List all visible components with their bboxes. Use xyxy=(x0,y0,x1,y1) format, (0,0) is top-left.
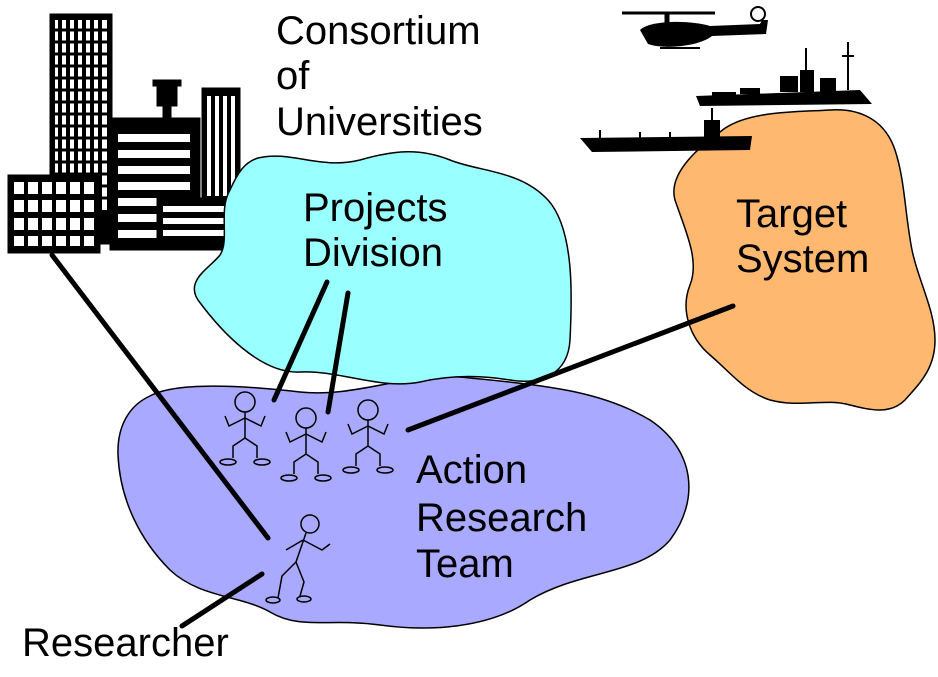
connector-target-team xyxy=(405,303,736,433)
connector-lines xyxy=(49,252,736,629)
connector-researcher-label xyxy=(179,571,265,629)
connector-projects-team-2 xyxy=(325,290,351,415)
stick-figure-icon xyxy=(280,407,332,482)
target-system-label: Target System xyxy=(736,192,869,281)
projects-label-line: Projects xyxy=(303,186,448,230)
warship-icon xyxy=(580,108,752,152)
projects-division-label: Projects Division xyxy=(303,186,448,275)
researcher-label: Researcher xyxy=(22,621,229,665)
team-label-line: Research xyxy=(416,496,587,540)
projects-blob xyxy=(193,151,572,385)
team-label-line: Action xyxy=(416,448,527,492)
target-blob xyxy=(673,109,936,411)
consortium-label-line: Universities xyxy=(276,100,483,144)
projects-label-line: Division xyxy=(303,231,443,275)
target-label-line: Target xyxy=(736,192,847,236)
consortium-label-line: Consortium xyxy=(276,9,481,53)
action-research-team-label: Action Research Team xyxy=(416,448,587,586)
target-label-line: System xyxy=(736,237,869,281)
team-blob xyxy=(117,375,690,629)
stick-figure-icon xyxy=(219,391,271,466)
consortium-label: Consortium of Universities xyxy=(276,9,483,144)
warship-icon xyxy=(696,42,872,106)
team-label-line: Team xyxy=(416,542,514,586)
consortium-label-line: of xyxy=(276,54,310,98)
office-buildings-icon xyxy=(7,13,241,254)
stick-figure-icon xyxy=(342,399,394,474)
connector-consortium-researcher xyxy=(49,252,271,541)
helicopter-icon xyxy=(622,6,768,49)
connector-projects-team-1 xyxy=(271,279,330,403)
running-researcher-icon xyxy=(265,514,331,604)
